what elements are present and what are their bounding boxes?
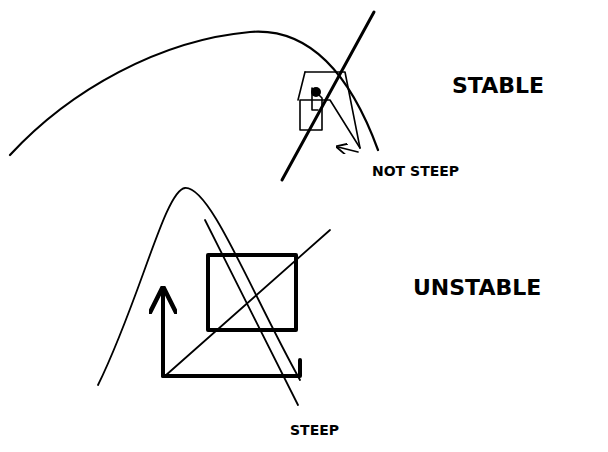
map-curve [10,32,378,155]
cobweb-path [305,72,360,148]
cobweb-path [163,360,300,376]
direction-arrow [338,147,358,152]
cobweb-path [298,72,305,100]
diagonal-line [282,12,374,180]
cobweb-box [208,255,296,330]
diagonal-line [165,230,330,376]
slope-note: NOT STEEP [372,164,459,179]
stability-label: UNSTABLE [413,276,541,300]
cobweb-path [300,88,360,148]
stability-label: STABLE [452,74,544,98]
direction-arrow [161,292,165,376]
fixed-point [311,87,321,97]
map-curve [98,188,300,385]
slope-note: STEEP [290,423,339,438]
